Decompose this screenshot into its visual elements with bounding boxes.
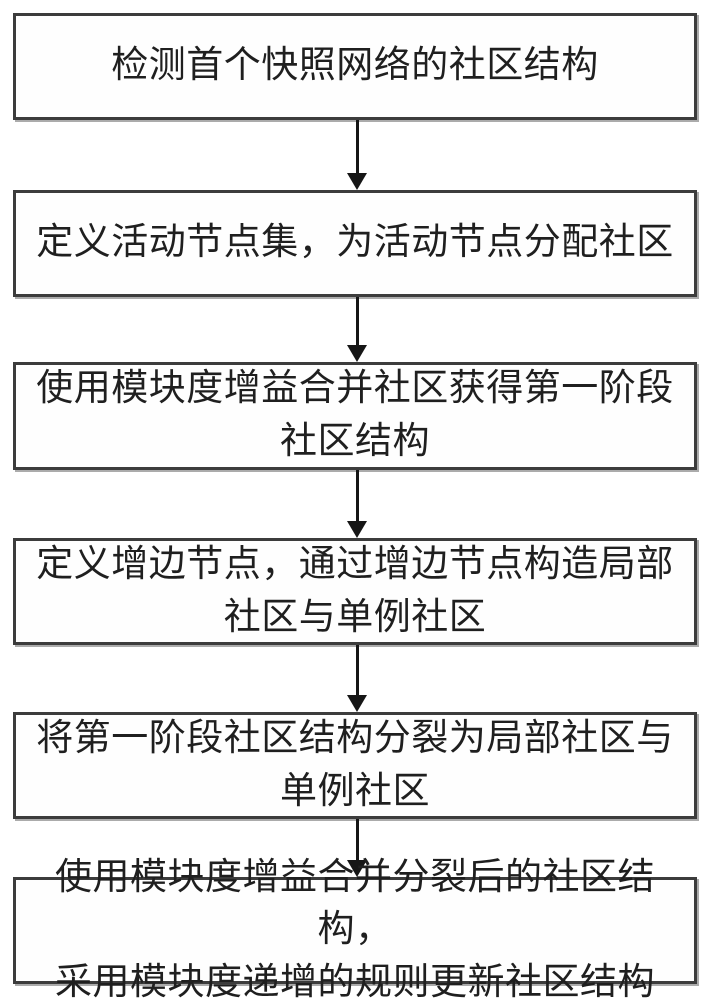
down-arrow-1 bbox=[347, 120, 367, 190]
arrow-head-icon bbox=[347, 521, 367, 538]
arrow-head-icon bbox=[347, 695, 367, 712]
flow-step-6: 使用模块度增益合并分裂后的社区结构， 采用模块度递增的规则更新社区结构 bbox=[13, 877, 697, 984]
flow-step-2: 定义活动节点集，为活动节点分配社区 bbox=[13, 190, 697, 297]
flow-step-1: 检测首个快照网络的社区结构 bbox=[13, 13, 697, 120]
flow-step-3: 使用模块度增益合并社区获得第一阶段 社区结构 bbox=[13, 362, 697, 470]
arrow-line bbox=[356, 297, 359, 345]
arrow-line bbox=[356, 470, 359, 521]
down-arrow-2 bbox=[347, 297, 367, 362]
arrow-line bbox=[356, 645, 359, 695]
flow-step-5: 将第一阶段社区结构分裂为局部社区与 单例社区 bbox=[13, 712, 697, 819]
arrow-line bbox=[356, 120, 359, 173]
arrow-head-icon bbox=[347, 345, 367, 362]
down-arrow-4 bbox=[347, 645, 367, 712]
flow-step-4: 定义增边节点，通过增边节点构造局部 社区与单例社区 bbox=[13, 538, 697, 645]
arrow-head-icon bbox=[347, 173, 367, 190]
down-arrow-3 bbox=[347, 470, 367, 538]
